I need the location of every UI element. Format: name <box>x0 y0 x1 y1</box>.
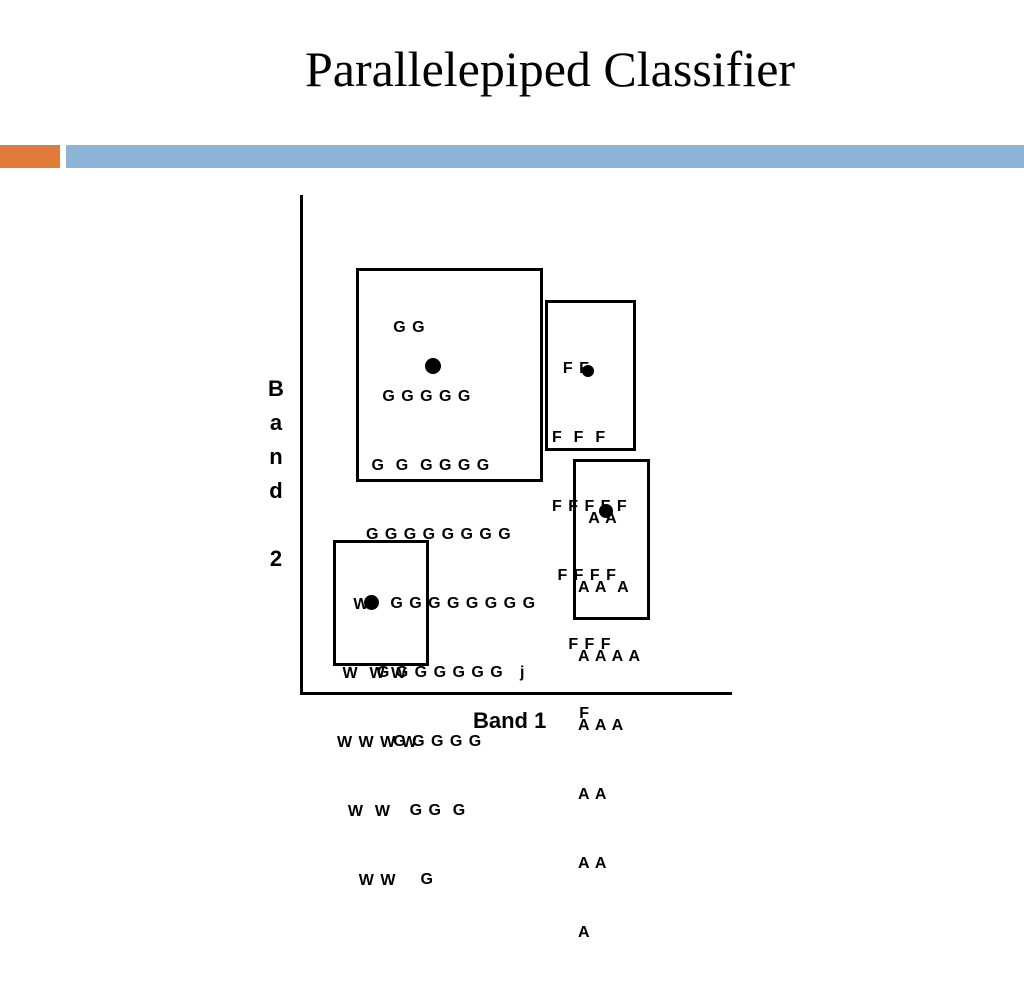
sample-row: G G G G G G G G <box>366 526 512 543</box>
y-axis-label-char <box>264 508 288 542</box>
sample-row: F F F F <box>552 567 617 584</box>
grass-class-box <box>356 268 543 482</box>
sample-row: W W W W <box>337 734 418 751</box>
sample-row: W W <box>337 803 391 820</box>
accent-bar-blue <box>66 145 1024 168</box>
forest-class-mean-dot <box>582 365 594 377</box>
grass-class-samples: G G G G G G G G G G G G G G G G G G G G … <box>366 270 536 937</box>
y-axis-label-char: 2 <box>269 546 283 571</box>
grass-class-mean-dot <box>425 358 441 374</box>
agriculture-class-samples: A A A A A A A A A A A A A A A A A <box>578 461 641 990</box>
sample-row: F F F <box>552 636 612 653</box>
y-axis-label-char: B <box>268 376 284 401</box>
slide-title: Parallelepiped Classifier <box>304 41 796 97</box>
sample-row: A A A <box>578 579 630 596</box>
y-axis-label-char: n <box>269 444 283 469</box>
x-axis <box>300 692 732 695</box>
sample-row: F F F <box>552 429 607 446</box>
sample-row: G G G G G <box>366 733 483 750</box>
sample-row: A A <box>578 855 608 872</box>
sample-row: A <box>578 924 591 941</box>
sample-row: G G G G G G G j <box>366 664 526 681</box>
sample-row: A A <box>578 786 608 803</box>
sample-row: A A <box>578 510 618 527</box>
water-class-mean-dot <box>364 595 379 610</box>
x-axis-label: Band 1 <box>473 708 547 733</box>
agriculture-class-box <box>573 459 650 620</box>
accent-bar-orange <box>0 145 60 168</box>
y-axis-label-char: a <box>269 410 283 435</box>
sample-row: G G <box>366 319 426 336</box>
sample-row: A A A <box>578 717 625 734</box>
y-axis-label-char: d <box>269 478 283 503</box>
forest-class-box <box>545 300 636 451</box>
y-axis <box>300 195 303 695</box>
y-axis-label: B a n d 2 <box>264 372 288 576</box>
sample-row: W W W <box>337 665 408 682</box>
sample-row: F <box>552 705 590 722</box>
sample-row: G G G G G G <box>366 457 491 474</box>
sample-row: W W <box>337 872 397 889</box>
sample-row: A A A A <box>578 648 641 665</box>
agriculture-class-mean-dot <box>599 504 613 518</box>
water-class-box <box>333 540 429 666</box>
sample-row: G G G G G <box>366 388 472 405</box>
